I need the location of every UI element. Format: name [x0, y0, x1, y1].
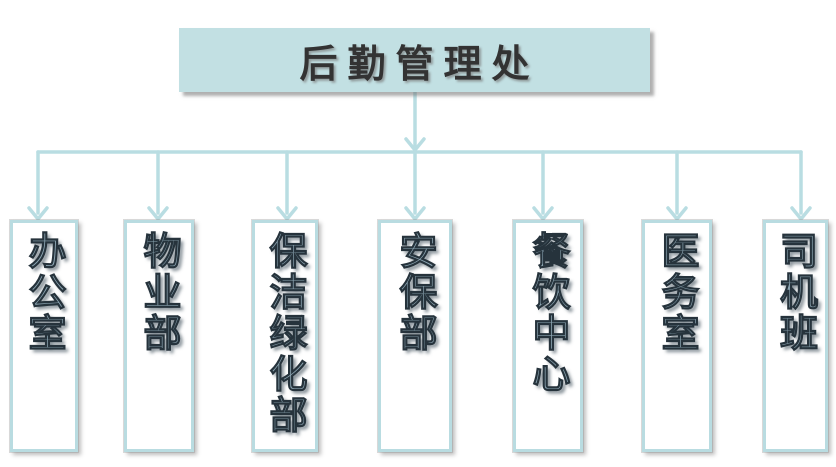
- dept-node-label: 餐饮中心: [526, 231, 572, 396]
- dept-node-medical-room: 医务室: [642, 220, 712, 452]
- dept-node-security: 安保部: [378, 220, 452, 452]
- root-node-label: 后勤管理处: [299, 40, 540, 86]
- dept-node-driver-team: 司机班: [763, 220, 828, 452]
- root-stem-arrow-down-icon: [404, 90, 426, 152]
- drop-arrow-down-icon: [790, 150, 812, 221]
- drop-arrow-down-icon: [147, 150, 169, 221]
- dept-node-cleaning-greening: 保洁绿化部: [252, 220, 318, 452]
- dept-node-label: 医务室: [655, 231, 701, 355]
- drop-arrow-down-icon: [666, 150, 688, 221]
- dept-node-label: 保洁绿化部: [263, 231, 309, 437]
- dept-node-label: 办公室: [22, 231, 68, 355]
- drop-arrow-down-icon: [404, 150, 426, 221]
- dept-node-property: 物业部: [124, 220, 194, 452]
- dept-node-label: 物业部: [137, 231, 183, 355]
- drop-arrow-down-icon: [532, 150, 554, 221]
- dept-node-label: 安保部: [393, 231, 439, 355]
- root-node-logistics-management-office: 后勤管理处: [179, 28, 650, 92]
- drop-arrow-down-icon: [276, 150, 298, 221]
- dept-node-label: 司机班: [773, 231, 819, 355]
- dept-node-office: 办公室: [10, 220, 78, 452]
- drop-arrow-down-icon: [27, 150, 49, 221]
- dept-node-catering-center: 餐饮中心: [513, 220, 583, 452]
